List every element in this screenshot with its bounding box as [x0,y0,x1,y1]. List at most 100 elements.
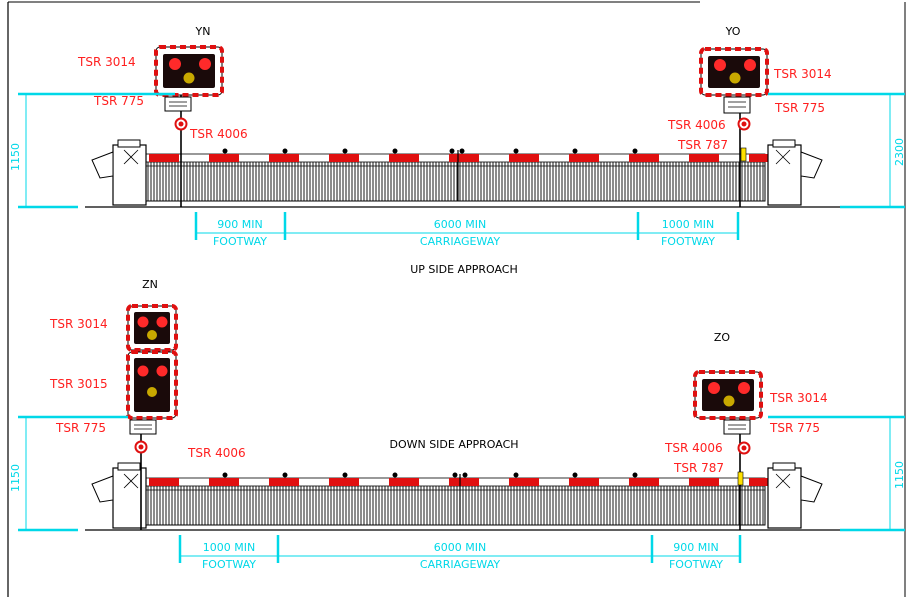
boom-stripe [629,154,659,162]
dim-footway-right-name: FOOTWAY [661,235,715,248]
sign-plate [723,419,751,435]
post-marker [737,471,744,486]
signal-yo [699,47,769,207]
signal-id-zn: ZN [142,278,158,291]
boom-stripe [629,478,659,486]
label-left-button: TSR 4006 [187,446,246,460]
boom-stripe [749,154,779,162]
label-right-button: TSR 4006 [667,118,726,132]
width-dimensions [194,212,740,240]
dim-footway-left-name: FOOTWAY [202,558,256,571]
boom-stripe [149,478,179,486]
amber-lamp [147,330,157,340]
label-left-button: TSR 4006 [189,127,248,141]
boom-stripe [509,478,539,486]
label-left-plate: TSR 775 [93,94,144,108]
barrier-boom [144,477,779,487]
red-lamp [714,59,726,71]
boom-stripe [149,154,179,162]
boom-stripe [389,154,419,162]
label-right-post: TSR 787 [673,461,724,475]
red-lamp [137,316,149,328]
width-dimensions [178,535,742,563]
amber-lamp [723,395,735,407]
boom-stripe [689,478,719,486]
boom-stripe [569,478,599,486]
sign-plate [164,96,192,112]
red-lamp [169,58,181,70]
dim-carriageway-value: 6000 MIN [434,541,486,554]
boom-supports [222,472,638,478]
signal-yn [154,45,224,207]
label-right-signal: TSR 3014 [769,391,828,405]
boom-stripe [209,478,239,486]
height-label-left: 1150 [9,464,22,492]
red-lamp [744,59,756,71]
label-right-button: TSR 4006 [664,441,723,455]
signal-id-yn: YN [195,25,211,38]
barrier-machine-left [91,462,147,529]
dim-carriageway-name: CARRIAGEWAY [420,235,500,248]
barrier-machine-left [91,139,147,206]
dim-footway-right-name: FOOTWAY [669,558,723,571]
signal-id-yo: YO [725,25,741,38]
dim-footway-right-value: 900 MIN [673,541,718,554]
sign-plate [129,419,157,435]
red-lamp [738,382,750,394]
height-label-right: 2300 [893,138,906,166]
boom-stripe [269,478,299,486]
label-right-plate: TSR 775 [774,101,825,115]
label-left-plate: TSR 775 [55,421,106,435]
dim-footway-left-value: 900 MIN [217,218,262,231]
red-lamp [708,382,720,394]
barrier-machine-right [767,462,823,529]
dim-carriageway-name: CARRIAGEWAY [420,558,500,571]
label-left-second-signal: TSR 3015 [49,377,108,391]
signal-id-zo: ZO [714,331,731,344]
label-right-signal: TSR 3014 [773,67,832,81]
label-right-post: TSR 787 [677,138,728,152]
boom-supports [222,148,638,154]
red-lamp [156,365,168,377]
height-label-right: 1150 [893,461,906,489]
boom-stripe [329,478,359,486]
up-side-approach [18,45,905,240]
label-left-signal: TSR 3014 [49,317,108,331]
section-title-down: DOWN SIDE APPROACH [389,438,518,451]
height-dimension-left [18,415,128,532]
barrier-machine-right [767,139,823,206]
label-right-plate: TSR 775 [769,421,820,435]
boom-stripe [749,478,779,486]
boom-stripe [509,154,539,162]
label-left-signal: TSR 3014 [77,55,136,69]
height-dimension-left [18,92,175,209]
boom-stripe [569,154,599,162]
height-label-left: 1150 [9,143,22,171]
boom-stripe [449,478,479,486]
section-title-up: UP SIDE APPROACH [410,263,518,276]
boom-stripe [389,478,419,486]
amber-lamp [147,387,157,397]
fence [144,156,766,202]
boom-stripe [269,154,299,162]
post-marker [740,147,747,162]
boom-stripe [689,154,719,162]
down-side-approach [18,304,905,563]
amber-lamp [729,72,741,84]
amber-lamp [183,72,195,84]
dim-footway-left-value: 1000 MIN [203,541,255,554]
boom-stripe [209,154,239,162]
sign-plate [723,96,751,114]
boom-stripe [329,154,359,162]
fence [144,480,766,526]
red-lamp [156,316,168,328]
boom-stripe [449,154,479,162]
dim-carriageway-value: 6000 MIN [434,218,486,231]
signal-zn [126,304,178,530]
height-dimension-right [768,92,905,209]
signal-zo [693,370,763,530]
red-lamp [199,58,211,70]
dim-footway-right-value: 1000 MIN [662,218,714,231]
